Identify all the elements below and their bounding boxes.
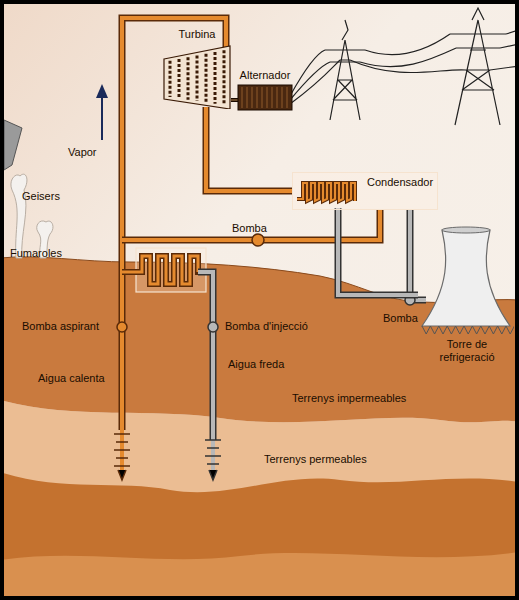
volcano-cone — [4, 120, 22, 170]
callout-label: Fumaroles — [10, 247, 62, 260]
callout-label: Aigua freda — [228, 358, 284, 371]
lower-ground — [4, 470, 515, 596]
callout-label: Aigua calenta — [38, 372, 105, 385]
sky — [4, 4, 515, 596]
plant-part: Condensador — [292, 172, 438, 210]
injection-pipe — [198, 272, 213, 440]
impermeable-ground — [4, 257, 515, 422]
layer-label: Terrenys impermeables — [290, 391, 430, 406]
flow-label: Vapor — [68, 146, 97, 159]
pipe-connector — [206, 107, 292, 191]
plant-part: Torre de refrigeració — [418, 226, 514, 364]
callout-label: Geisers — [22, 190, 60, 203]
hot-well-screen — [114, 430, 130, 480]
geyser-plume — [11, 174, 27, 258]
callout-label: Bomba — [383, 312, 418, 325]
vapor-arrow — [101, 96, 103, 140]
injection-pump — [208, 322, 218, 332]
ground-band: Terrenys permeables — [262, 452, 392, 468]
part-label: Torre de refrigeració — [428, 338, 506, 364]
callout-label: Bomba — [232, 222, 267, 235]
callout-label: Bomba aspirant — [22, 320, 99, 333]
part-label: Alternador — [236, 68, 294, 82]
plant-part: Turbina — [160, 27, 234, 109]
exchanger-coil — [122, 256, 198, 284]
drive-shaft — [231, 100, 238, 101]
callout-label: Bomba d'injecció — [225, 320, 308, 333]
power-pylons — [290, 8, 515, 125]
cold-well-screen — [205, 440, 221, 480]
ground-band: Terrenys impermeables — [290, 391, 430, 407]
cooling-pipe — [410, 210, 426, 300]
plant-part: Alternador — [236, 68, 294, 112]
deep-ground — [4, 552, 515, 596]
part-label: Condensador — [367, 176, 433, 189]
part-label: Turbina — [160, 27, 234, 41]
pump-symbol — [252, 234, 264, 246]
pipe-connector — [338, 208, 418, 295]
suction-pump — [117, 322, 127, 332]
layer-label: Terrenys permeables — [262, 452, 392, 467]
